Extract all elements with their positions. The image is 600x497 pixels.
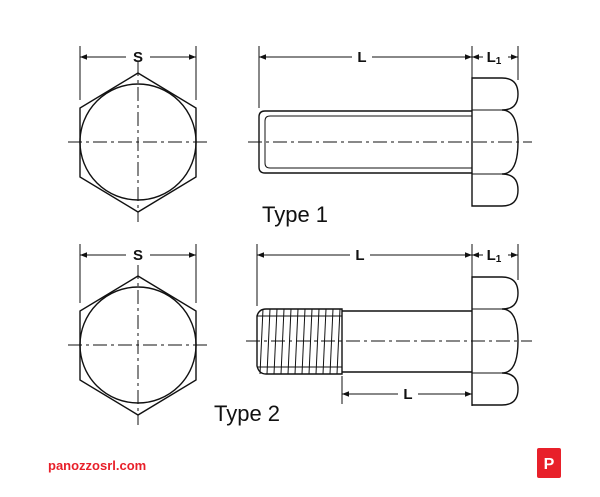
type2-dim-s-label: S: [133, 247, 143, 264]
type2-bolt-side-view: [246, 276, 532, 406]
brand-logo: P: [537, 448, 561, 478]
type1-dimension-l1: L1: [472, 49, 518, 67]
type2-dimension-l1: L1: [472, 247, 518, 265]
type2-dim-l1-label: L1: [487, 247, 502, 265]
type1-dim-s-label: S: [133, 49, 143, 66]
type1-dim-l-label: L: [357, 49, 366, 66]
type1-dimension-s: S: [79, 46, 197, 100]
type2-hex-end-view: [68, 265, 208, 425]
type2-dim-l-label: L: [355, 247, 364, 264]
type2-title: Type 2: [214, 401, 280, 426]
type1-bolt-side-view: [248, 77, 532, 207]
type1-title: Type 1: [262, 202, 328, 227]
brand-logo-letter: P: [544, 456, 555, 473]
type1-hex-end-view: [68, 62, 208, 222]
type2-dimension-s: S: [79, 244, 197, 303]
type1-dimension-l: L: [258, 46, 519, 108]
type1-dim-l1-label: L1: [487, 49, 502, 67]
type2-dim-shank-l-label: L: [403, 386, 412, 403]
type2-dimension-shank-l: L: [341, 376, 473, 406]
type2-dimension-l: L: [256, 244, 519, 306]
website-link[interactable]: panozzosrl.com: [48, 458, 146, 473]
